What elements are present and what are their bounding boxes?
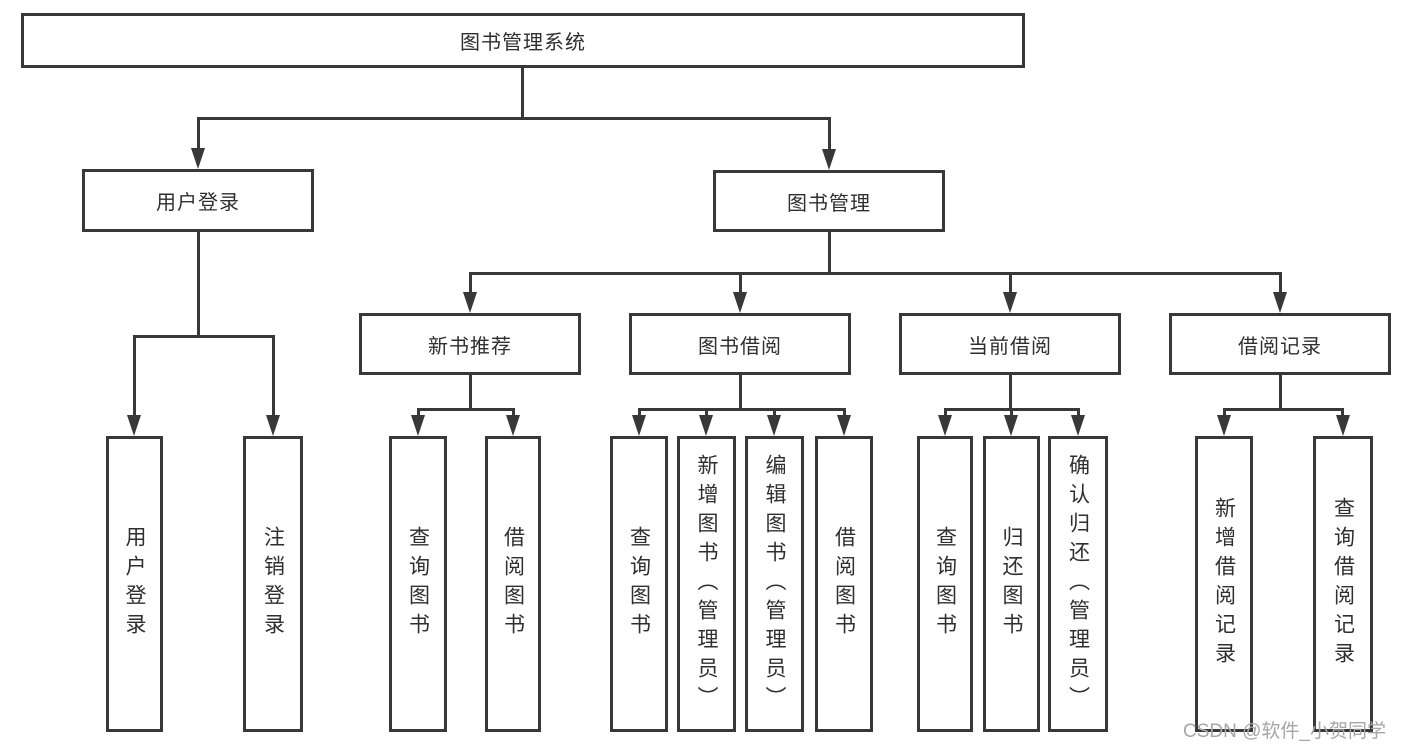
connector-leaf-stub	[773, 408, 776, 418]
node-user-login: 用户登录	[82, 169, 314, 232]
connector-leaf-stub	[1077, 408, 1080, 418]
connector-leaf-stub	[272, 335, 275, 416]
connector-group-hline	[1223, 408, 1344, 411]
down-arrowhead	[266, 415, 280, 436]
node-library-management-system: 图书管理系统	[21, 13, 1025, 68]
connector-root-vline	[521, 68, 524, 119]
connector-leaf-stub	[417, 408, 420, 418]
leaf-query-borrow-record: 查询借阅记录	[1313, 436, 1373, 732]
connector-level3-stub	[1279, 272, 1282, 294]
connector-group-down	[1009, 375, 1012, 410]
leaf-label: 查询图书	[933, 526, 957, 642]
down-arrowhead	[1336, 415, 1350, 436]
node-label: 图书管理	[787, 192, 871, 215]
connector-leaf-stub	[705, 408, 708, 418]
leaf-confirm-return-admin: 确认归还（管理员）	[1048, 436, 1108, 732]
down-arrowhead	[837, 415, 851, 436]
node-borrowing-records: 借阅记录	[1169, 313, 1391, 375]
down-arrowhead	[699, 415, 713, 436]
node-label: 用户登录	[156, 192, 240, 214]
connector-level3-stub	[739, 272, 742, 294]
connector-leaf-stub	[638, 408, 641, 418]
node-new-book-recommend: 新书推荐	[359, 313, 581, 375]
down-arrowhead	[1003, 292, 1017, 313]
down-arrowhead	[1004, 415, 1018, 436]
csdn-watermark: CSDN @软件_小贺同学	[1183, 721, 1386, 742]
leaf-query-books-recommend: 查询图书	[389, 436, 447, 732]
down-arrowhead	[191, 148, 205, 169]
connector-user-login-vline	[197, 117, 200, 150]
leaf-label: 借阅图书	[832, 526, 856, 642]
down-arrowhead	[733, 292, 747, 313]
leaf-logout: 注销登录	[243, 436, 303, 732]
down-arrowhead	[632, 415, 646, 436]
leaf-label: 新增借阅记录	[1212, 497, 1236, 671]
connector-level3-hline	[469, 272, 1282, 275]
connector-book-mgmt-vline	[828, 117, 831, 151]
connector-group-down	[469, 375, 472, 410]
node-label: 借阅记录	[1238, 335, 1322, 358]
leaf-borrow-books-recommend: 借阅图书	[485, 436, 541, 732]
connector-user-login-hline	[133, 335, 275, 338]
connector-level3-stub	[469, 272, 472, 294]
node-label: 图书管理系统	[460, 32, 586, 54]
leaf-add-book-admin: 新增图书（管理员）	[677, 436, 736, 732]
connector-group-hline	[638, 408, 846, 411]
leaf-add-borrow-record: 新增借阅记录	[1195, 436, 1253, 732]
connector-book-mgmt-down	[828, 232, 831, 275]
connector-user-login-down	[197, 232, 200, 337]
down-arrowhead	[1217, 415, 1231, 436]
down-arrowhead	[463, 292, 477, 313]
connector-group-down	[1279, 375, 1282, 410]
leaf-label: 编辑图书（管理员）	[763, 453, 786, 715]
leaf-user-login: 用户登录	[106, 436, 163, 732]
connector-leaf-stub	[1010, 408, 1013, 418]
down-arrowhead	[1273, 292, 1287, 313]
node-book-borrowing: 图书借阅	[629, 313, 851, 375]
connector-level3-stub	[1009, 272, 1012, 294]
connector-leaf-stub	[1341, 408, 1344, 418]
connector-leaf-stub	[512, 408, 515, 418]
connector-leaf-stub	[944, 408, 947, 418]
leaf-label: 用户登录	[123, 526, 146, 642]
leaf-label: 查询借阅记录	[1331, 497, 1355, 671]
connector-level2-hline	[197, 117, 831, 120]
down-arrowhead	[822, 149, 836, 170]
connector-group-down	[739, 375, 742, 410]
node-label: 当前借阅	[968, 335, 1052, 358]
leaf-label: 确认归还（管理员）	[1066, 453, 1090, 715]
node-book-management: 图书管理	[713, 170, 945, 232]
leaf-edit-book-admin: 编辑图书（管理员）	[745, 436, 804, 732]
leaf-query-books-current: 查询图书	[917, 436, 973, 732]
node-label: 新书推荐	[428, 335, 512, 358]
connector-leaf-stub	[843, 408, 846, 418]
down-arrowhead	[506, 415, 520, 436]
leaf-label: 归还图书	[1000, 526, 1023, 642]
down-arrowhead	[938, 415, 952, 436]
connector-leaf-stub	[133, 335, 136, 416]
connector-leaf-stub	[1223, 408, 1226, 418]
leaf-borrow-books-borrowing: 借阅图书	[815, 436, 873, 732]
node-current-borrowing: 当前借阅	[899, 313, 1121, 375]
connector-group-hline	[417, 408, 515, 411]
down-arrowhead	[127, 415, 141, 436]
leaf-return-books: 归还图书	[983, 436, 1040, 732]
down-arrowhead	[411, 415, 425, 436]
down-arrowhead	[1071, 415, 1085, 436]
leaf-query-books-borrowing: 查询图书	[610, 436, 668, 732]
leaf-label: 注销登录	[261, 526, 285, 642]
leaf-label: 借阅图书	[501, 526, 525, 642]
down-arrowhead	[767, 415, 781, 436]
leaf-label: 新增图书（管理员）	[695, 453, 718, 715]
leaf-label: 查询图书	[627, 526, 651, 642]
node-label: 图书借阅	[698, 335, 782, 358]
leaf-label: 查询图书	[406, 526, 430, 642]
